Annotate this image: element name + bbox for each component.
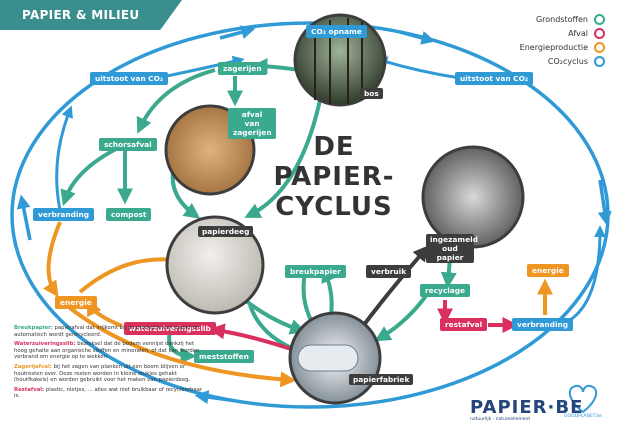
co2-arrow-right: [597, 179, 612, 226]
label-energie-left: energie: [55, 296, 97, 309]
label-energie-right: energie: [527, 264, 569, 277]
label-bos: bos: [360, 88, 383, 99]
legend-dot-red: [594, 27, 605, 39]
ingezameld-photo: [421, 145, 525, 249]
co2-arrow-top-left: [219, 25, 256, 40]
paper-roll-shape: [297, 344, 359, 372]
schors-to-verbranding: [60, 146, 119, 207]
bos-to-papierdeeg: [244, 99, 322, 218]
co2-arrow-top-right: [399, 30, 436, 45]
legend-dot-blue: [594, 55, 605, 67]
label-papierdeeg: papierdeeg: [198, 226, 254, 237]
label-schorsafval: schorsafval: [99, 138, 157, 151]
papierdeeg-photo: [165, 215, 265, 315]
label-afval-zagerijen: afval van zagerijen: [228, 108, 276, 139]
footnotes: Breukpapier: papierafval dat vrijkomt bi…: [14, 325, 204, 403]
note-breukpapier: Breukpapier: papierafval dat vrijkomt bi…: [14, 325, 200, 338]
label-uitstoot-left: uitstoot van CO₂: [90, 72, 169, 85]
diagram-title: DE PAPIER- CYCLUS: [273, 132, 395, 222]
papier-be-logo: PAPIER·BE natuurlijk · natureellement: [470, 397, 584, 422]
verbranding-to-energie: [42, 221, 62, 298]
header-banner: PAPIER & MILIEU: [0, 0, 182, 30]
note-restafval: Restafval: plastic, nietjes, … alles wat…: [14, 386, 203, 400]
verbranding-left-link: [55, 105, 73, 211]
label-papierfabriek: papierfabriek: [349, 374, 414, 385]
energie-to-fabriek: [68, 306, 297, 388]
legend-item-afval: Afval: [520, 26, 605, 40]
legend-dot-orange: [594, 41, 605, 53]
label-verbranding-left: verbranding: [33, 208, 95, 221]
label-verbranding-right: verbranding: [512, 318, 574, 331]
note-waterzuiveringsslib: Waterzuiveringsslib: bezinksel dat de bo…: [14, 341, 200, 361]
label-meststoffen: meststoffen: [194, 350, 254, 363]
legend: Grondstoffen Afval Energieproductie CO₂c…: [520, 12, 605, 68]
papierdeeg-to-fabriek: [243, 298, 307, 335]
co2-arrow-left: [16, 194, 32, 241]
label-verbruik: verbruik: [366, 265, 412, 278]
label-uitstoot-right: uitstoot van CO₂: [455, 72, 534, 85]
label-zagerijen: zagerijen: [218, 62, 267, 75]
uitstoot-right-link: [375, 56, 461, 80]
legend-dot-green: [594, 13, 605, 25]
legend-item-co2: CO₂cyclus: [520, 54, 605, 68]
label-ingezameld: ingezameld oud papier: [426, 234, 478, 263]
label-co2-opname: CO₂ opname: [306, 25, 367, 38]
verbruik-arrow: [358, 245, 430, 332]
label-compost: compost: [106, 208, 152, 221]
note-zagerijafval: Zagerijafval: bij het zagen van planken …: [14, 363, 191, 384]
label-waterzuiveringsslib: waterzuiveringsslib: [124, 322, 216, 335]
legend-item-grondstoffen: Grondstoffen: [520, 12, 605, 26]
header-title: PAPIER & MILIEU: [22, 8, 140, 22]
zagerijen-to-schors: [136, 68, 216, 134]
co2-arrow-bottom: [194, 390, 231, 405]
verbranding-right-link: [569, 225, 606, 322]
legend-item-energie: Energieproductie: [520, 40, 605, 54]
label-restafval: restafval: [440, 318, 488, 331]
goodplanet-heart-icon: [568, 384, 598, 414]
label-recyclage: recyclage: [420, 284, 471, 297]
label-breukpapier: breukpapier: [285, 265, 346, 278]
goodplanet-logo: GOODPLANET.be: [564, 414, 602, 419]
fabriek-to-slib: [208, 323, 301, 354]
